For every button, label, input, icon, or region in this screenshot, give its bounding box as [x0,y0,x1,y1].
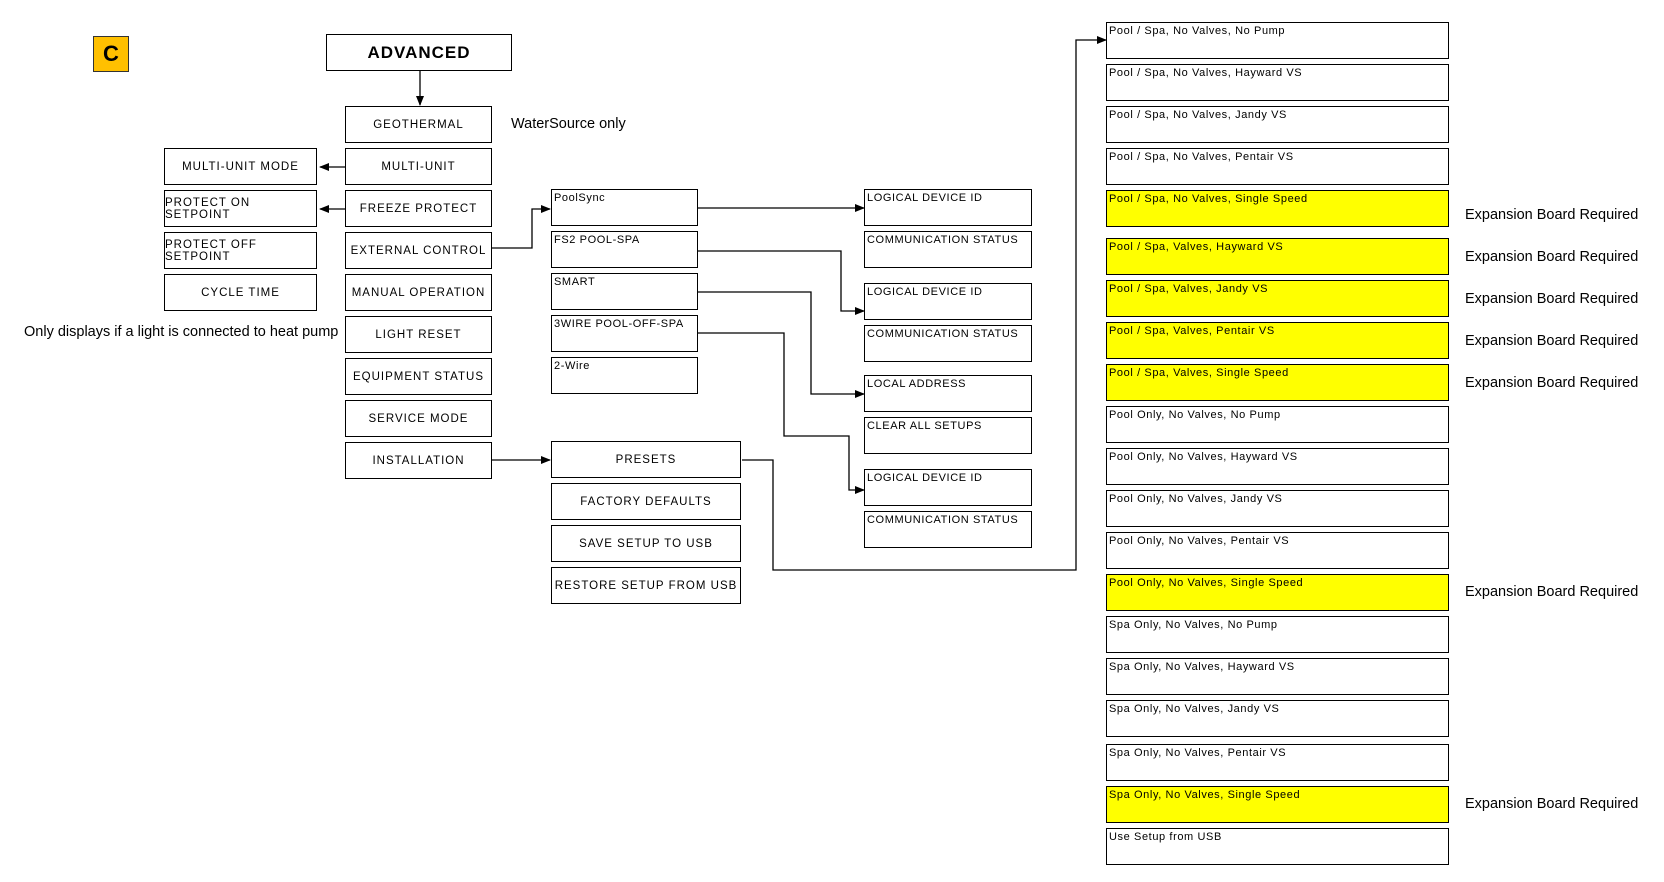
preset-item[interactable]: Spa Only, No Valves, No Pump [1106,616,1449,653]
preset-item-highlighted[interactable]: Pool / Spa, Valves, Single Speed [1106,364,1449,401]
sub-logical-device-id[interactable]: LOGICAL DEVICE ID [864,189,1032,226]
note-expansion: Expansion Board Required [1465,249,1639,265]
menu-service-mode[interactable]: SERVICE MODE [345,400,492,437]
sub-clear-all-setups[interactable]: CLEAR ALL SETUPS [864,417,1032,454]
install-restore-setup-usb[interactable]: RESTORE SETUP FROM USB [551,567,741,604]
install-presets[interactable]: PRESETS [551,441,741,478]
preset-item[interactable]: Spa Only, No Valves, Pentair VS [1106,744,1449,781]
preset-item[interactable]: Pool / Spa, No Valves, Pentair VS [1106,148,1449,185]
section-badge: C [93,36,129,72]
preset-item[interactable]: Pool Only, No Valves, No Pump [1106,406,1449,443]
menu-installation[interactable]: INSTALLATION [345,442,492,479]
note-watersource: WaterSource only [511,116,626,132]
option-smart[interactable]: SMART [551,273,698,310]
arrow-presets [742,36,1107,571]
note-light-reset: Only displays if a light is connected to… [24,324,339,340]
preset-item-highlighted[interactable]: Pool / Spa, Valves, Pentair VS [1106,322,1449,359]
note-expansion: Expansion Board Required [1465,584,1639,600]
arrow-3wire [698,332,865,494]
install-factory-defaults[interactable]: FACTORY DEFAULTS [551,483,741,520]
note-expansion: Expansion Board Required [1465,796,1639,812]
note-expansion: Expansion Board Required [1465,291,1639,307]
preset-item[interactable]: Spa Only, No Valves, Jandy VS [1106,700,1449,737]
note-expansion: Expansion Board Required [1465,375,1639,391]
sub-logical-device-id[interactable]: LOGICAL DEVICE ID [864,469,1032,506]
preset-item[interactable]: Pool Only, No Valves, Pentair VS [1106,532,1449,569]
preset-item[interactable]: Use Setup from USB [1106,828,1449,865]
menu-protect-off-setpoint[interactable]: PROTECT OFF SETPOINT [164,232,317,269]
preset-item-highlighted[interactable]: Pool / Spa, Valves, Hayward VS [1106,238,1449,275]
menu-cycle-time[interactable]: CYCLE TIME [164,274,317,311]
option-3wire[interactable]: 3WIRE POOL-OFF-SPA [551,315,698,352]
menu-protect-on-setpoint[interactable]: PROTECT ON SETPOINT [164,190,317,227]
menu-light-reset[interactable]: LIGHT RESET [345,316,492,353]
preset-item-highlighted[interactable]: Pool / Spa, Valves, Jandy VS [1106,280,1449,317]
note-expansion: Expansion Board Required [1465,207,1639,223]
menu-geothermal[interactable]: GEOTHERMAL [345,106,492,143]
preset-item[interactable]: Pool / Spa, No Valves, Jandy VS [1106,106,1449,143]
sub-communication-status[interactable]: COMMUNICATION STATUS [864,231,1032,268]
preset-item[interactable]: Spa Only, No Valves, Hayward VS [1106,658,1449,695]
option-poolsync[interactable]: PoolSync [551,189,698,226]
sub-communication-status[interactable]: COMMUNICATION STATUS [864,325,1032,362]
sub-logical-device-id[interactable]: LOGICAL DEVICE ID [864,283,1032,320]
arrow-smart [698,291,865,398]
preset-item[interactable]: Pool Only, No Valves, Hayward VS [1106,448,1449,485]
sub-local-address[interactable]: LOCAL ADDRESS [864,375,1032,412]
preset-item-highlighted[interactable]: Pool Only, No Valves, Single Speed [1106,574,1449,611]
option-2-wire[interactable]: 2-Wire [551,357,698,394]
menu-multi-unit[interactable]: MULTI-UNIT [345,148,492,185]
menu-equipment-status[interactable]: EQUIPMENT STATUS [345,358,492,395]
menu-freeze-protect[interactable]: FREEZE PROTECT [345,190,492,227]
preset-item-highlighted[interactable]: Spa Only, No Valves, Single Speed [1106,786,1449,823]
arrow-fs2 [698,250,865,315]
install-save-setup-usb[interactable]: SAVE SETUP TO USB [551,525,741,562]
menu-multi-unit-mode[interactable]: MULTI-UNIT MODE [164,148,317,185]
menu-manual-operation[interactable]: MANUAL OPERATION [345,274,492,311]
sub-communication-status[interactable]: COMMUNICATION STATUS [864,511,1032,548]
advanced-root[interactable]: ADVANCED [326,34,512,71]
preset-item[interactable]: Pool Only, No Valves, Jandy VS [1106,490,1449,527]
preset-item[interactable]: Pool / Spa, No Valves, Hayward VS [1106,64,1449,101]
arrow-external [492,205,551,249]
preset-item-highlighted[interactable]: Pool / Spa, No Valves, Single Speed [1106,190,1449,227]
note-expansion: Expansion Board Required [1465,333,1639,349]
preset-item[interactable]: Pool / Spa, No Valves, No Pump [1106,22,1449,59]
option-fs2-pool-spa[interactable]: FS2 POOL-SPA [551,231,698,268]
menu-external-control[interactable]: EXTERNAL CONTROL [345,232,492,269]
